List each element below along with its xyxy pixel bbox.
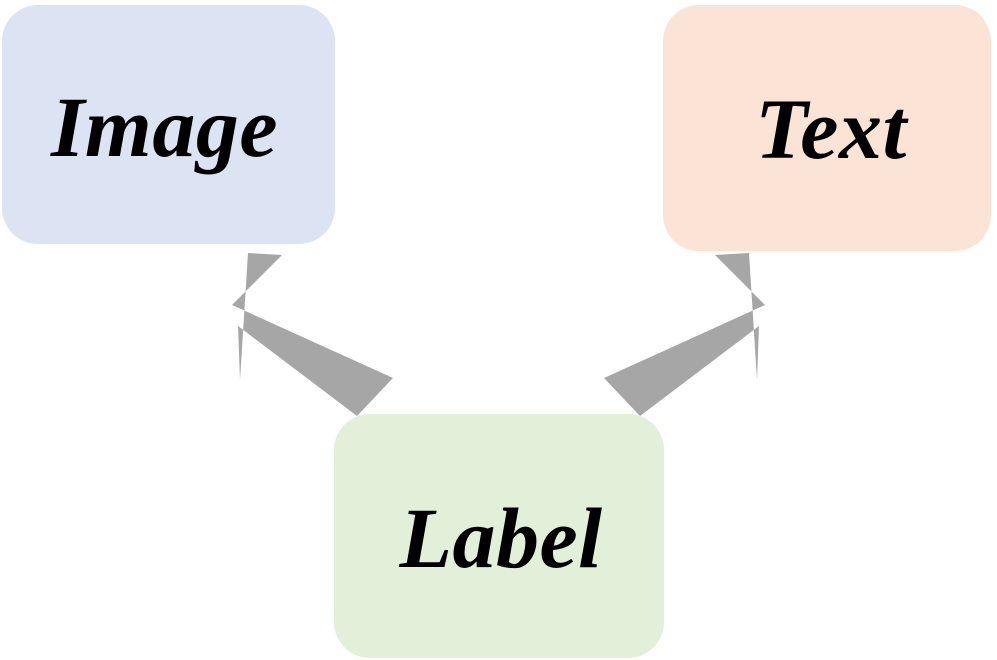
node-text[interactable]: Text — [663, 5, 991, 251]
arrow-label-to-text — [604, 253, 765, 416]
node-text-label: Text — [755, 81, 907, 177]
node-label-label: Label — [399, 490, 603, 586]
node-image-label: Image — [50, 78, 279, 175]
arrow-label-to-image — [232, 253, 393, 416]
node-label[interactable]: Label — [334, 414, 664, 658]
node-image[interactable]: Image — [2, 5, 335, 244]
